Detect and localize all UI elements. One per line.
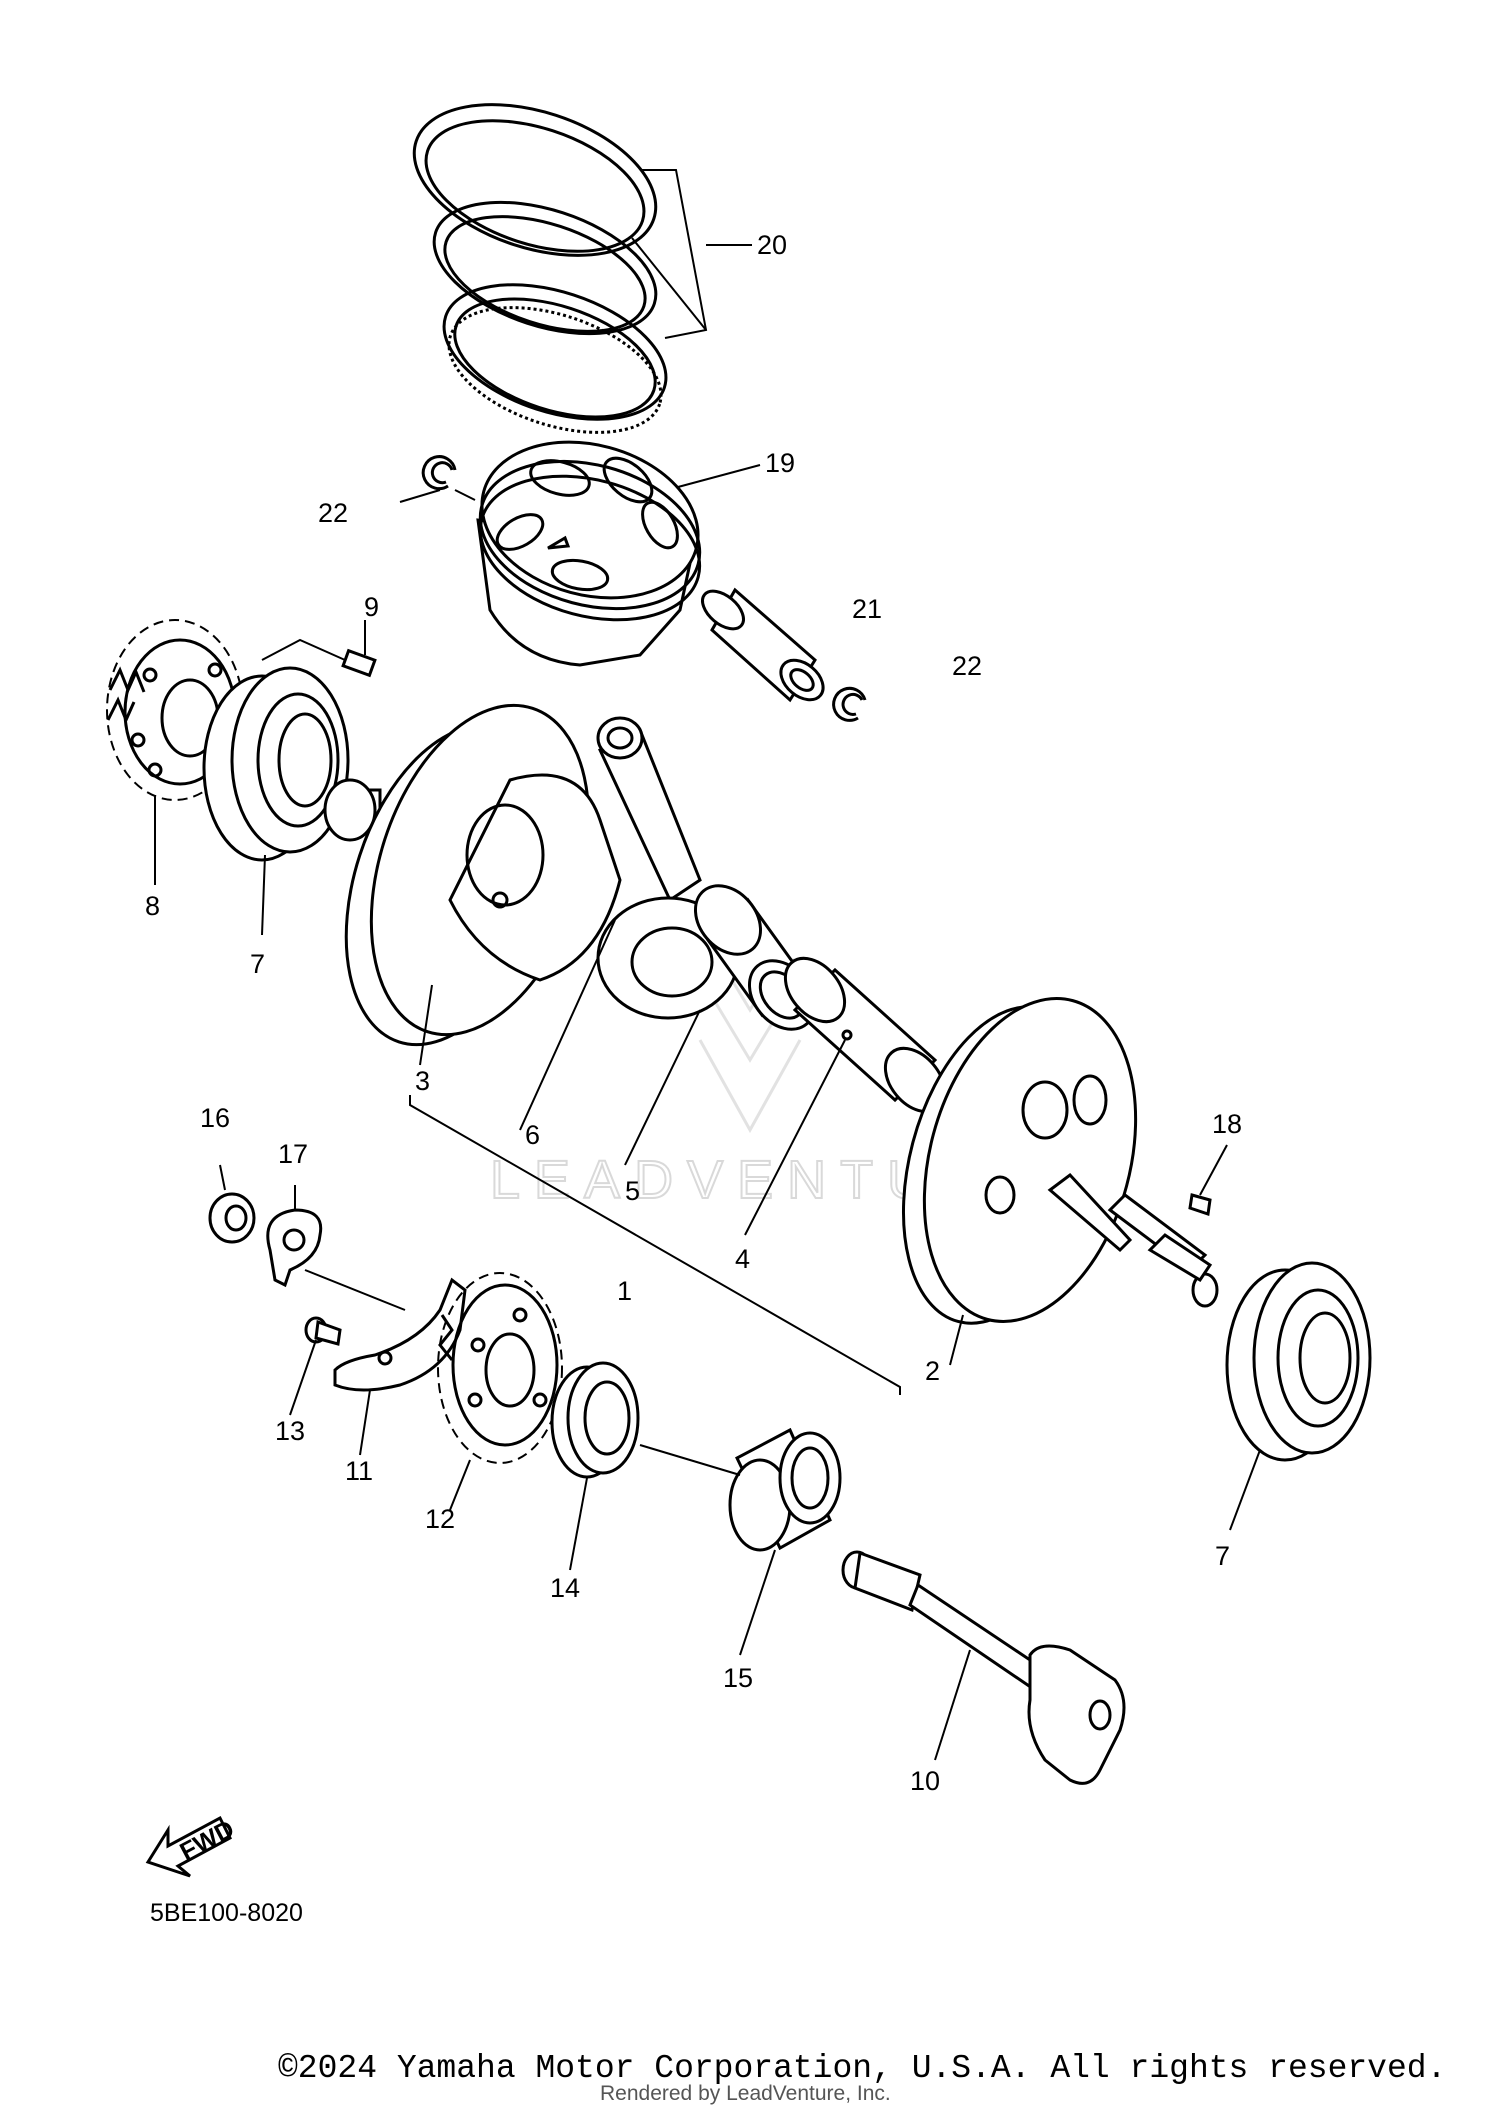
callout-1: 1 bbox=[617, 1276, 632, 1306]
callout-18: 18 bbox=[1212, 1109, 1242, 1139]
piston-pin-part[interactable] bbox=[696, 584, 831, 708]
balancer-shaft-part[interactable] bbox=[841, 1550, 1126, 1785]
copyright-notice: ©2024 Yamaha Motor Corporation, U.S.A. A… bbox=[278, 2050, 1447, 2087]
balancer-drive-gear-part[interactable] bbox=[437, 1272, 563, 1464]
balancer-bearing-part[interactable] bbox=[550, 1361, 640, 1479]
circlip-lower-part[interactable] bbox=[832, 686, 867, 722]
fwd-label: FWD bbox=[175, 1815, 238, 1866]
piston-rings-part[interactable] bbox=[395, 77, 683, 457]
callout-14: 14 bbox=[550, 1573, 580, 1603]
nut-part[interactable] bbox=[208, 1192, 256, 1244]
callout-22-right: 22 bbox=[952, 651, 982, 681]
callout-5: 5 bbox=[625, 1176, 640, 1206]
callout-16: 16 bbox=[200, 1103, 230, 1133]
callout-22-left: 22 bbox=[318, 498, 348, 528]
callout-8: 8 bbox=[145, 891, 160, 921]
crank-wheel-right-part[interactable] bbox=[871, 975, 1219, 1346]
callout-21: 21 bbox=[852, 594, 882, 624]
bearing-right-part[interactable] bbox=[1225, 1261, 1372, 1462]
lock-washer-part[interactable] bbox=[266, 1208, 323, 1288]
crank-pin-part[interactable] bbox=[773, 947, 956, 1123]
rendered-by-notice: Rendered by LeadVenture, Inc. bbox=[600, 2082, 891, 2105]
crank-wheel-left-part[interactable] bbox=[309, 677, 628, 1071]
piston-part[interactable] bbox=[464, 419, 717, 667]
callout-4: 4 bbox=[735, 1244, 750, 1274]
callout-12: 12 bbox=[425, 1504, 455, 1534]
bearing-left-part[interactable] bbox=[202, 666, 350, 862]
callout-15: 15 bbox=[723, 1663, 753, 1693]
bolt-part[interactable] bbox=[304, 1316, 342, 1346]
callout-19: 19 bbox=[765, 448, 795, 478]
callout-2: 2 bbox=[925, 1356, 940, 1386]
leader-lines bbox=[154, 169, 1261, 1761]
woodruff-key-left-part[interactable] bbox=[341, 648, 377, 678]
callout-labels: 1 2 3 4 5 6 7 7 8 9 10 11 12 13 14 15 16… bbox=[145, 230, 1242, 1796]
callout-11: 11 bbox=[345, 1456, 373, 1486]
fwd-arrow-icon: FWD bbox=[145, 1815, 239, 1878]
connecting-rod-part[interactable] bbox=[596, 716, 740, 1020]
callout-17: 17 bbox=[278, 1139, 308, 1169]
balancer-weight-part[interactable] bbox=[333, 1277, 467, 1392]
callout-7-right: 7 bbox=[1215, 1541, 1230, 1571]
drawing-code: 5BE100-8020 bbox=[150, 1899, 303, 1927]
callout-9: 9 bbox=[364, 592, 379, 622]
woodruff-key-right-part[interactable] bbox=[1188, 1193, 1212, 1216]
callout-3: 3 bbox=[415, 1066, 430, 1096]
callout-7-left: 7 bbox=[250, 949, 265, 979]
callout-20: 20 bbox=[757, 230, 787, 260]
bushing-part[interactable] bbox=[728, 1427, 842, 1552]
circlip-upper-part[interactable] bbox=[421, 455, 457, 491]
callout-10: 10 bbox=[910, 1766, 940, 1796]
callout-6: 6 bbox=[525, 1120, 540, 1150]
callout-13: 13 bbox=[275, 1416, 305, 1446]
